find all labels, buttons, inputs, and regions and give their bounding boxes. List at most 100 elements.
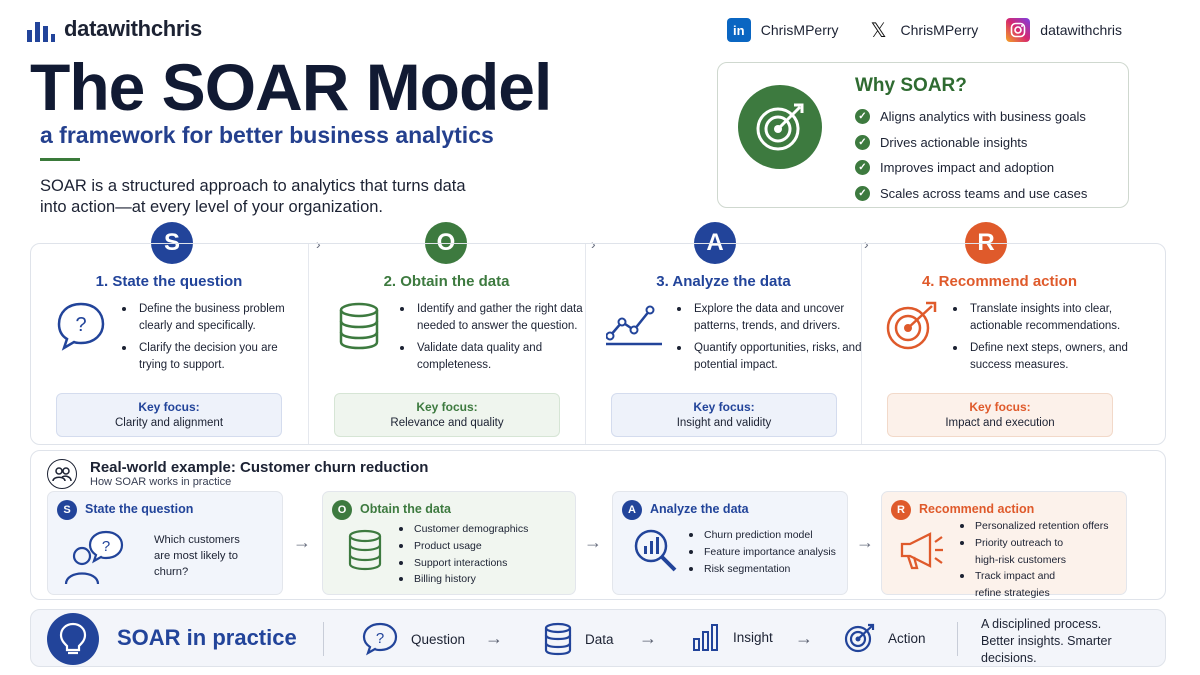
line-chart-icon: [606, 305, 662, 346]
step-title: 2. Obtain the data: [383, 273, 510, 290]
key-focus: Key focus: Relevance and quality: [334, 393, 560, 437]
page-subtitle: a framework for better business analytic…: [40, 122, 494, 148]
social-linkedin[interactable]: in ChrisMPerry: [726, 18, 839, 42]
database-icon: [544, 622, 572, 656]
database-icon: [348, 529, 382, 571]
example-subtitle: How SOAR works in practice: [90, 476, 232, 488]
flow-arrow-icon: ›: [591, 236, 596, 252]
bullet: Quantify opportunities, risks, and poten…: [674, 340, 862, 373]
bar-chart-icon: [693, 624, 718, 651]
card-title: State the question: [85, 502, 194, 516]
why-soar-panel: Why SOAR? ✓Aligns analytics with busines…: [717, 62, 1129, 208]
flow-insight: Insight: [691, 622, 773, 652]
example-card-analyze: A Analyze the data Churn prediction mode…: [612, 491, 848, 595]
x-icon: 𝕏: [866, 18, 891, 42]
why-item: ✓Aligns analytics with business goals: [855, 104, 1087, 130]
flow-question: ? Question: [361, 622, 465, 656]
arrow-right-icon: →: [795, 628, 813, 648]
flow-label: Insight: [733, 629, 773, 645]
divider: [323, 622, 324, 656]
example-card-state: S State the question ? Which customers a…: [47, 491, 283, 595]
example-card-recommend: R Recommend action Personalized retentio…: [881, 491, 1127, 599]
arrow-right-icon: →: [639, 628, 657, 648]
step-state: 1. State the question ? Define the busin…: [31, 244, 307, 444]
flow-label: Data: [585, 631, 614, 647]
lightbulb-icon: [47, 613, 99, 665]
bullet: Translate insights into clear, actionabl…: [950, 301, 1138, 334]
social-links: in ChrisMPerry 𝕏 ChrisMPerry datawithchr…: [726, 18, 1122, 42]
social-handle: datawithchris: [1040, 22, 1122, 38]
bar-chart-logo-icon: [27, 22, 55, 42]
key-focus-label: Key focus:: [969, 400, 1031, 414]
example-title: Real-world example: Customer churn reduc…: [90, 459, 429, 476]
key-focus-value: Relevance and quality: [390, 417, 504, 429]
key-focus: Key focus: Clarity and alignment: [56, 393, 282, 437]
card-text: Which customers are most likely to churn…: [154, 534, 240, 579]
megaphone-icon: [900, 532, 943, 570]
why-title: Why SOAR?: [855, 75, 967, 96]
bullet: Define next steps, owners, and success m…: [950, 340, 1138, 373]
arrow-right-icon: →: [584, 532, 602, 552]
key-focus-value: Insight and validity: [676, 417, 772, 429]
step-recommend: 4. Recommend action Translate insights i…: [861, 244, 1137, 444]
why-item: ✓ Scales across teams and use cases: [855, 181, 1087, 207]
step-obtain: 2. Obtain the data Identify and gather t…: [308, 244, 584, 444]
key-focus: Key focus: Impact and execution: [887, 393, 1113, 437]
check-icon: ✓: [855, 109, 870, 125]
card-title: Recommend action: [919, 502, 1035, 516]
why-item-text: Improves impact and adoption: [880, 160, 1055, 176]
key-focus-value: Impact and execution: [945, 417, 1055, 429]
card-badge: R: [891, 500, 911, 520]
bullet: Define the business problem clearly and …: [119, 301, 307, 334]
key-focus-label: Key focus:: [693, 400, 755, 414]
target-icon: [738, 85, 822, 169]
svg-text:?: ?: [75, 314, 86, 336]
why-item-text: Scales across teams and use cases: [880, 185, 1088, 201]
step-bullets: Translate insights into clear, actionabl…: [950, 301, 1138, 380]
divider: [957, 622, 958, 656]
step-bullets: Define the business problem clearly and …: [119, 301, 307, 380]
flow-label: Action: [888, 630, 926, 646]
flow-arrow-icon: ›: [316, 236, 321, 252]
real-world-example: Real-world example: Customer churn reduc…: [30, 450, 1166, 600]
step-analyze: 3. Analyze the data Explore the data and…: [585, 244, 861, 444]
check-icon: ✓: [855, 160, 870, 176]
why-item-text: Drives actionable insights: [880, 134, 1028, 150]
instagram-icon: [1006, 18, 1031, 42]
key-focus-label: Key focus:: [138, 400, 200, 414]
list-item: Support interactions: [396, 555, 528, 572]
users-icon: [47, 459, 77, 489]
practice-title: SOAR in practice: [117, 625, 297, 650]
list-item: Feature importance analysis: [686, 544, 836, 561]
page-title: The SOAR Model: [30, 50, 552, 124]
why-item: ✓ Improves impact and adoption: [855, 155, 1087, 181]
list-item: Track impact and refine strategies: [957, 568, 1077, 602]
social-instagram[interactable]: datawithchris: [1006, 18, 1122, 42]
card-list: Churn prediction model Feature importanc…: [686, 527, 836, 577]
key-focus-value: Clarity and alignment: [114, 417, 224, 429]
card-title: Obtain the data: [360, 502, 451, 516]
question-bubble-icon: ?: [57, 302, 105, 351]
intro-text: SOAR is a structured approach to analyti…: [40, 177, 466, 217]
target-icon: [844, 623, 875, 653]
flow-action: Action: [844, 622, 926, 654]
brand-name: datawithchris: [64, 16, 202, 41]
flow-data: Data: [543, 622, 614, 656]
list-item: Churn prediction model: [686, 527, 836, 544]
step-title: 4. Recommend action: [921, 273, 1078, 290]
arrow-right-icon: →: [856, 532, 874, 552]
list-item: Personalized retention offers: [957, 518, 1125, 535]
flow-label: Question: [411, 631, 466, 647]
step-bullets: Explore the data and uncover patterns, t…: [674, 301, 862, 380]
svg-text:?: ?: [376, 630, 384, 647]
check-icon: ✓: [855, 185, 870, 201]
soar-steps: 1. State the question ? Define the busin…: [30, 243, 1166, 445]
bullet: Validate data quality and completeness.: [397, 340, 585, 373]
target-icon: [886, 301, 937, 350]
social-x[interactable]: 𝕏 ChrisMPerry: [866, 18, 978, 42]
list-item: Priority outreach to high-risk customers: [957, 535, 1085, 569]
flow-arrow-icon: ›: [864, 236, 869, 252]
magnifier-chart-icon: [634, 529, 677, 572]
why-list: ✓Aligns analytics with business goals ✓ D…: [855, 104, 1087, 206]
database-icon: [339, 302, 379, 350]
